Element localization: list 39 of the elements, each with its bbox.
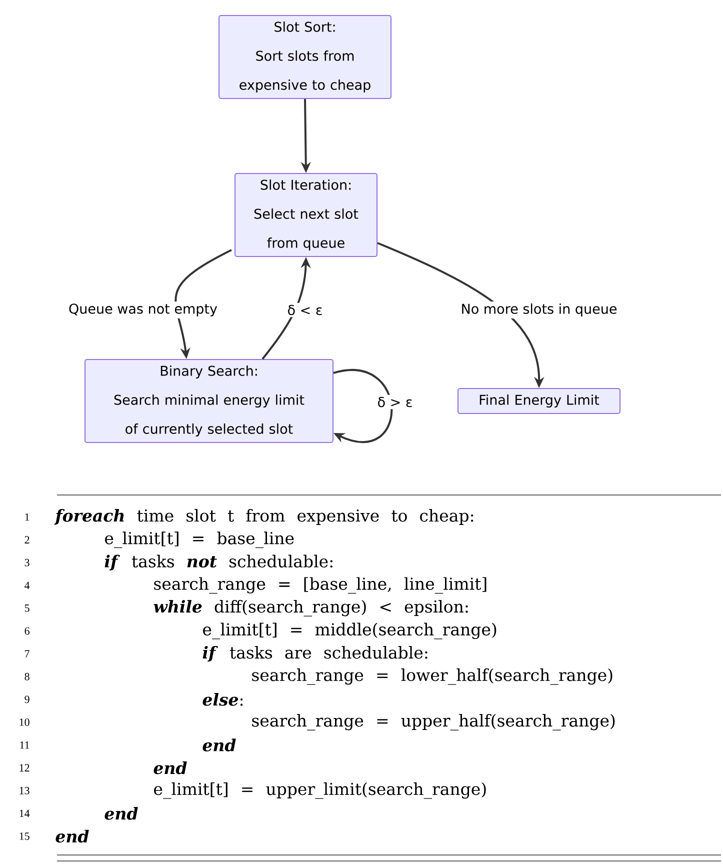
line-number: 1 bbox=[25, 513, 30, 521]
code-line: end bbox=[56, 830, 89, 843]
line-number: 13 bbox=[20, 786, 30, 794]
code-line: if tasks not schedulable: bbox=[104, 554, 332, 570]
edge-label: δ < ε bbox=[285, 302, 325, 318]
line-number: 8 bbox=[24, 672, 30, 680]
code-line: while diff(search_range) < epsilon: bbox=[154, 600, 468, 616]
line-number: 15 bbox=[20, 832, 30, 840]
line-number: 2 bbox=[24, 536, 30, 544]
code-line: search_range = [base_line, line_limit] bbox=[154, 577, 486, 594]
code-line: e_limit[t] = base_line bbox=[105, 532, 294, 548]
line-number: 10 bbox=[20, 718, 30, 726]
process-box: Slot Sort: Sort slots from expensive to cheap bbox=[218, 14, 392, 100]
process-box: Binary Search: Search minimal energy limit of currently selected slot bbox=[84, 358, 334, 444]
code-line: end bbox=[154, 761, 187, 774]
line-number: 4 bbox=[24, 582, 30, 590]
code-line: search_range = lower_half(search_range) bbox=[252, 668, 612, 685]
line-number: 6 bbox=[24, 627, 30, 635]
code-line: foreach time slot t from expensive to cheap: bbox=[54, 509, 474, 525]
edge-label: Queue was not empty bbox=[66, 302, 220, 318]
code-line: e_limit[t] = middle(search_range) bbox=[203, 622, 496, 640]
code-line: if tasks are schedulable: bbox=[202, 646, 428, 662]
line-number: 11 bbox=[20, 741, 30, 749]
code-line: end bbox=[202, 738, 236, 752]
process-box: Final Energy Limit bbox=[458, 388, 620, 414]
edge-label: No more slots in queue bbox=[458, 301, 620, 319]
line-number: 12 bbox=[20, 764, 30, 772]
code-line: e_limit[t] = upper_limit(search_range) bbox=[154, 782, 486, 799]
line-number: 7 bbox=[25, 650, 30, 658]
line-number: 3 bbox=[24, 558, 30, 566]
arrow bbox=[333, 369, 393, 443]
code-line: else: bbox=[202, 693, 243, 706]
code-line: search_range = upper_half(search_range) bbox=[252, 714, 615, 730]
line-number: 9 bbox=[24, 696, 30, 704]
line-number: 5 bbox=[24, 604, 30, 612]
process-box: Slot Iteration: Select next slot from queue bbox=[234, 172, 378, 258]
code-line: end bbox=[104, 807, 138, 820]
line-number: 14 bbox=[20, 810, 30, 818]
edge-label: δ > ε bbox=[375, 394, 415, 410]
